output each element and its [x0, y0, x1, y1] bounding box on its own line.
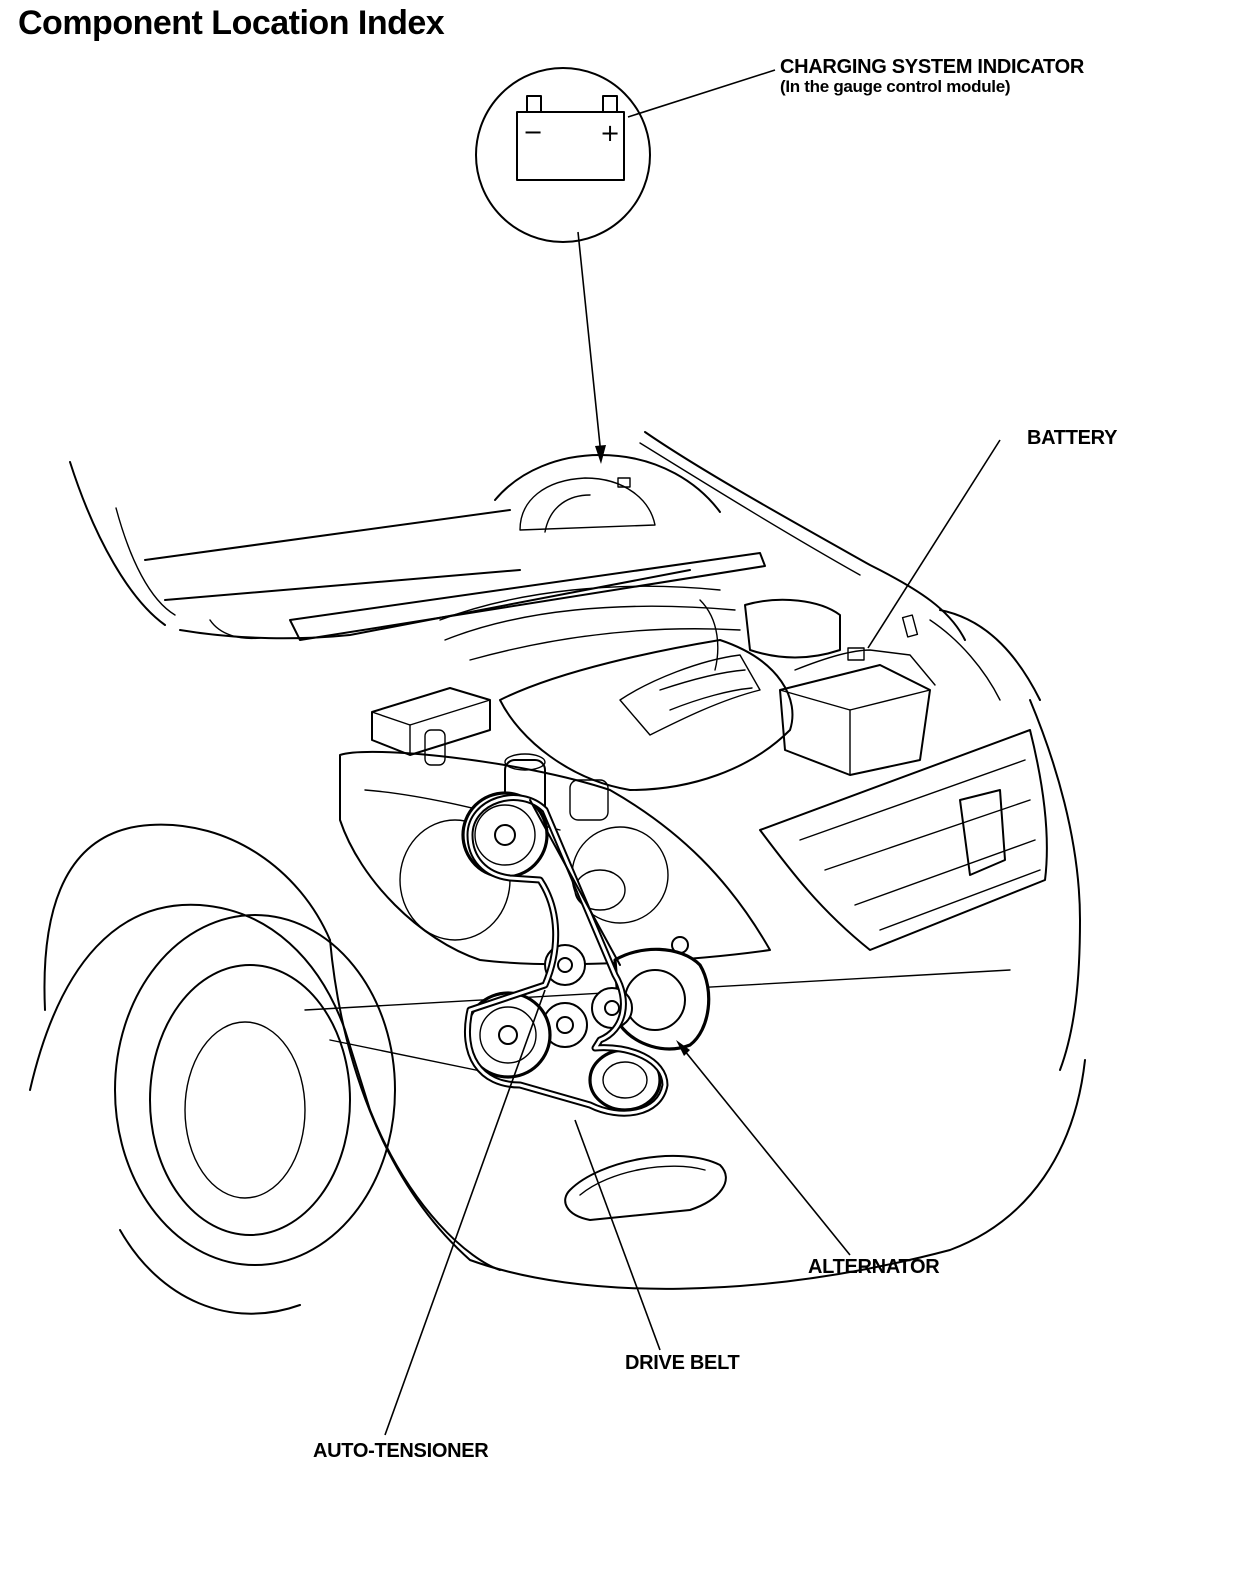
callout-leaders: [384, 989, 851, 1436]
positive-symbol: +: [600, 119, 620, 147]
engine: [371, 585, 841, 821]
car-body: [29, 609, 1086, 1315]
alternator-label: ALTERNATOR: [808, 1256, 940, 1278]
auto-tensioner-label: AUTO-TENSIONER: [313, 1440, 489, 1462]
front-grille: [759, 729, 1048, 951]
hood: [69, 431, 966, 641]
page-title: Component Location Index: [18, 4, 445, 42]
drive-belt-label: DRIVE BELT: [625, 1352, 740, 1374]
battery-label: BATTERY: [1027, 427, 1118, 449]
negative-symbol: −: [523, 118, 543, 146]
battery-component: [779, 439, 1001, 776]
drive-belt-system: [461, 791, 711, 1117]
indicator-detail-circle: − +: [475, 67, 776, 464]
instrument-panel: [494, 454, 721, 533]
charging-indicator-subtitle: (In the gauge control module): [780, 77, 1011, 96]
charging-indicator-label: CHARGING SYSTEM INDICATOR (In the gauge …: [780, 56, 1084, 95]
charging-indicator-title: CHARGING SYSTEM INDICATOR: [780, 56, 1084, 78]
battery-warning-icon: − +: [516, 95, 625, 181]
